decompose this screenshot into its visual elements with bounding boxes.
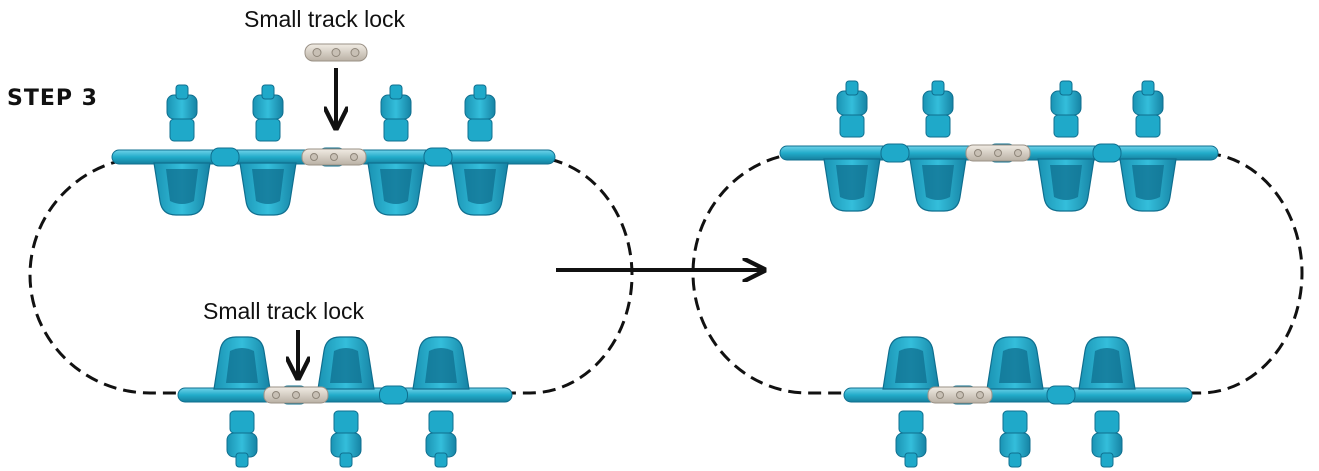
connector-neck: [255, 118, 281, 142]
track-pad-recess: [1050, 165, 1082, 200]
track-pad-recess: [1132, 165, 1164, 200]
connector-neck: [467, 118, 493, 142]
track-lock-pin: [330, 153, 338, 161]
right-track-loop: [691, 151, 1304, 395]
connector-neck: [428, 410, 454, 434]
connector-tip: [904, 452, 918, 468]
track-lock-pin: [312, 391, 320, 399]
connector-neck: [1135, 114, 1161, 138]
track-lock-pin: [310, 153, 318, 161]
connector-neck: [1053, 114, 1079, 138]
track-rail: [177, 387, 513, 403]
track-pad-recess: [464, 169, 496, 204]
track-link: [379, 385, 408, 405]
bottom-lock-label: Small track lock: [203, 298, 365, 324]
track-lock-pin: [272, 391, 280, 399]
track-lock-pin: [976, 391, 984, 399]
track-segment: [317, 336, 375, 468]
connector-neck: [1002, 410, 1028, 434]
connector-neck: [925, 114, 951, 138]
track-pad-recess: [922, 165, 954, 200]
connector-neck: [839, 114, 865, 138]
track-pad-recess: [895, 348, 927, 383]
connector-tip: [845, 80, 859, 96]
connector-tip: [1059, 80, 1073, 96]
track-segment: [1078, 336, 1136, 468]
floating-track-lock: [304, 43, 368, 62]
connector-tip: [1141, 80, 1155, 96]
track-segment: [213, 336, 271, 468]
track-pad-recess: [999, 348, 1031, 383]
track-lock-pin: [994, 149, 1002, 157]
track-pad-recess: [1091, 348, 1123, 383]
connector-tip: [389, 84, 403, 100]
top-lock-label: Small track lock: [244, 6, 406, 32]
track-lock-pin: [292, 391, 300, 399]
connector-tip: [1008, 452, 1022, 468]
track-pad-recess: [330, 348, 362, 383]
track-lock-pin: [1014, 149, 1022, 157]
track-segment: [823, 80, 881, 212]
connector-neck: [229, 410, 255, 434]
connector-tip: [434, 452, 448, 468]
track-segment: [1119, 80, 1177, 212]
track-link: [210, 147, 240, 167]
track-pad-recess: [380, 169, 412, 204]
track-link: [1046, 385, 1076, 405]
connector-neck: [333, 410, 359, 434]
track-segment: [451, 84, 509, 216]
connector-tip: [473, 84, 487, 100]
track-link: [1092, 143, 1122, 163]
track-segment: [909, 80, 967, 212]
track-lock-pin: [936, 391, 944, 399]
connector-tip: [931, 80, 945, 96]
track-pad-recess: [166, 169, 198, 204]
connector-tip: [175, 84, 189, 100]
track-segment: [367, 84, 425, 216]
connector-tip: [235, 452, 249, 468]
track-segments: [153, 80, 1177, 468]
connector-tip: [339, 452, 353, 468]
connector-neck: [1094, 410, 1120, 434]
track-rail: [843, 387, 1193, 403]
track-segment: [153, 84, 211, 216]
track-lock: [927, 386, 993, 404]
track-link: [423, 147, 453, 167]
track-pad-recess: [252, 169, 284, 204]
left-track-loop: [28, 155, 634, 395]
step-title: STEP 3: [7, 86, 98, 111]
track-locks: [263, 144, 1031, 404]
track-link: [880, 143, 910, 163]
track-lock: [263, 386, 329, 404]
track-segment: [1037, 80, 1095, 212]
track-segment: [882, 336, 940, 468]
track-lock-pin: [350, 153, 358, 161]
connector-neck: [383, 118, 409, 142]
connector-tip: [1100, 452, 1114, 468]
track-lock-pin: [974, 149, 982, 157]
track-segment: [412, 336, 470, 468]
track-segment: [986, 336, 1044, 468]
connector-tip: [261, 84, 275, 100]
connector-neck: [898, 410, 924, 434]
track-lock: [301, 148, 367, 166]
track-lock-pin: [956, 391, 964, 399]
connector-neck: [169, 118, 195, 142]
track-lock: [965, 144, 1031, 162]
track-pad-recess: [425, 348, 457, 383]
track-segment: [239, 84, 297, 216]
track-pad-recess: [836, 165, 868, 200]
track-pad-recess: [226, 348, 258, 383]
